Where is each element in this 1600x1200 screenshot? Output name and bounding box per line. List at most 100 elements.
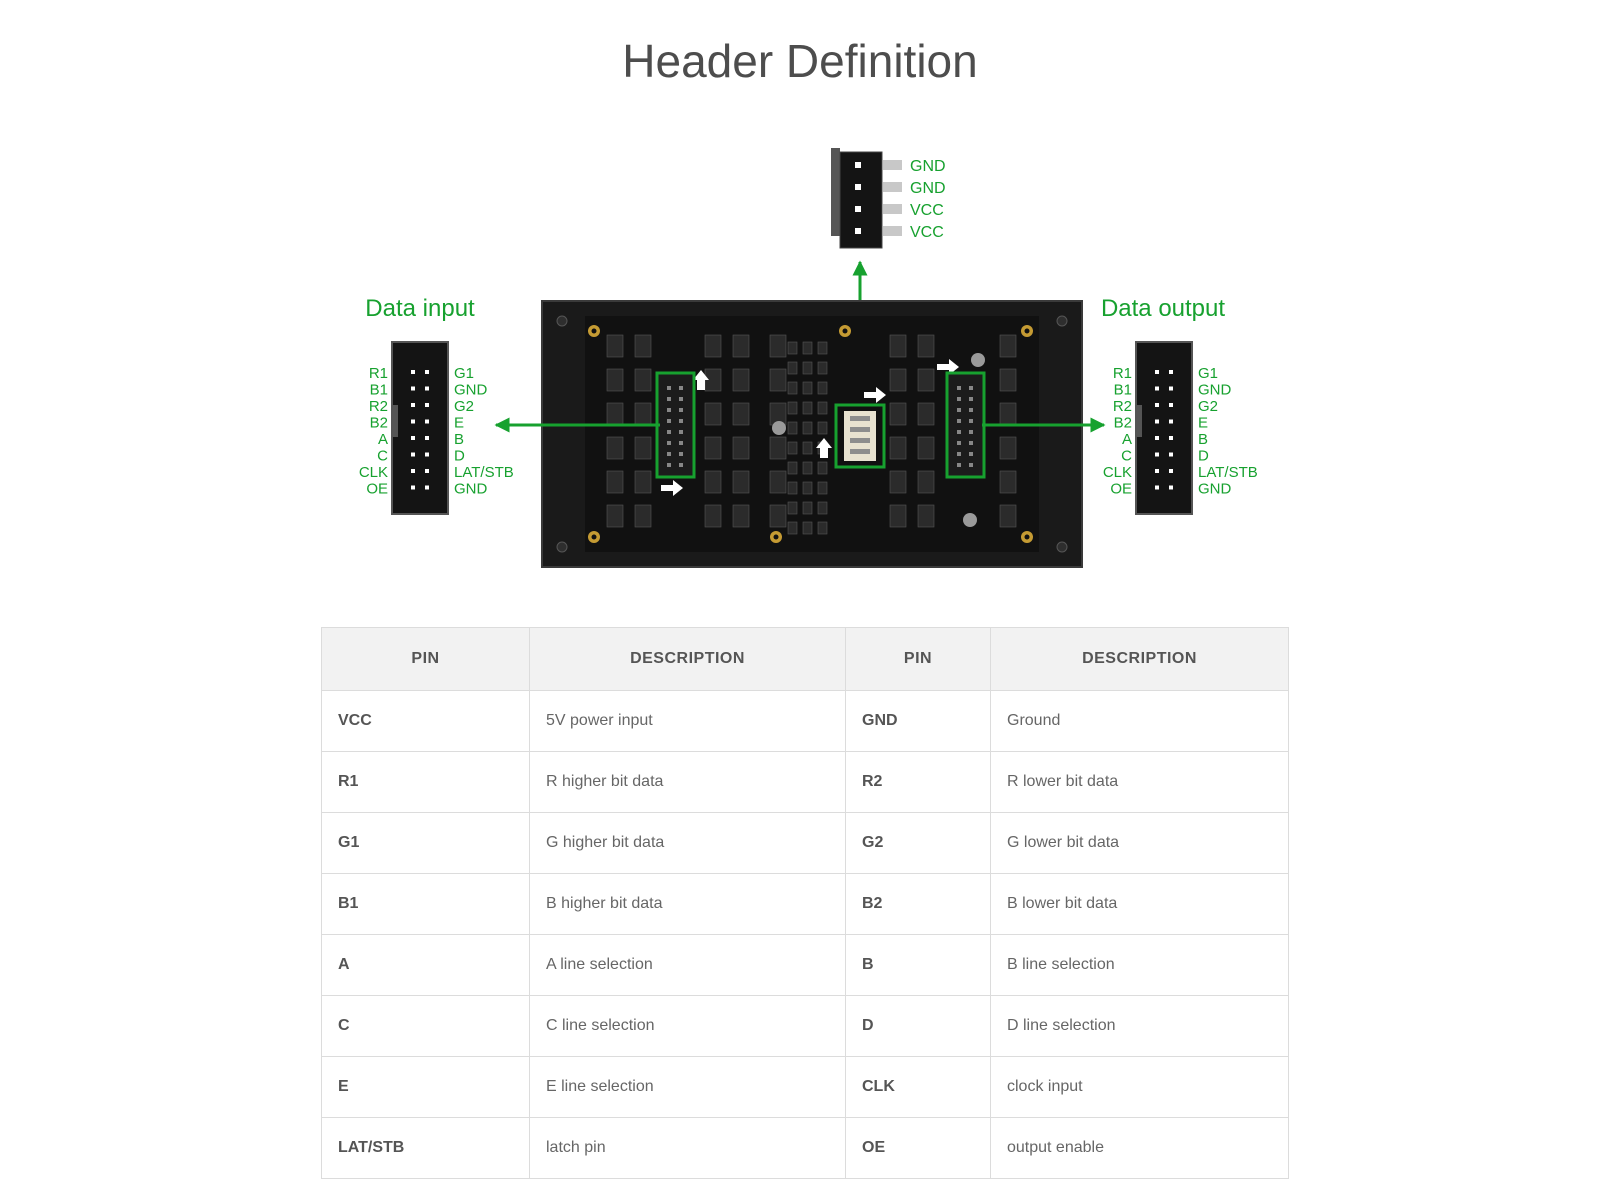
description-cell: C line selection [529,995,846,1057]
ic-chip [606,470,624,494]
pin-dot [855,184,861,190]
pin-label-left: R2 [369,398,388,415]
screw-center [842,328,848,334]
pin-label-right: GND [454,382,488,399]
ic-chip [787,381,798,395]
pcb-arrow-right-icon [864,387,886,403]
pin-dot [1155,469,1159,473]
pcb-arrow-right-icon [661,480,683,496]
ic-chip [917,436,935,460]
pin-cell: B [845,934,991,996]
ic-chip [802,521,813,535]
connector-pin [969,397,973,401]
power-header-shroud [831,148,840,236]
connector-pin [667,430,671,434]
table-row: E E line selection CLK clock input [321,1056,1289,1118]
pin-dot [1155,370,1159,374]
screw-center [591,534,597,540]
ic-chip [769,368,787,392]
capacitor [772,421,786,435]
ic-chip [787,501,798,515]
power-pin-label: VCC [910,202,944,219]
screw-center [1024,328,1030,334]
connector-pin [969,441,973,445]
connector-pin [679,463,683,467]
pin-dot [1169,485,1173,490]
pin-dot [1169,436,1173,440]
ic-chip [817,421,828,435]
ic-chip [817,401,828,415]
connector-pin [679,408,683,412]
table-header-pin: PIN [845,627,991,691]
description-cell: E line selection [529,1056,846,1118]
ic-chip [817,501,828,515]
data-input-heading: Data input [365,295,475,322]
description-cell: latch pin [529,1117,846,1179]
pin-dot [411,436,415,440]
pin-cell: CLK [845,1056,991,1118]
ic-chip [802,401,813,415]
connector-pin [667,386,671,390]
ic-chip [802,421,813,435]
power-pin-label: VCC [910,224,944,241]
output-connector-highlight [945,371,986,479]
ic-chip [704,334,722,358]
pin-dot [425,370,429,374]
pin-label-right: G1 [1198,365,1218,382]
ic-chip [802,481,813,495]
ic-chip [802,441,813,455]
pin-cell: G1 [321,812,530,874]
pin-dot [425,419,429,424]
ic-chip [817,481,828,495]
data-output-key-notch [1136,405,1142,437]
pin-label-left: C [377,448,388,465]
data-input-key-notch [392,405,398,437]
ic-chip [704,504,722,528]
ic-chip [787,521,798,535]
pin-label-left: B1 [370,382,388,399]
ic-chip [704,402,722,426]
connector-pin [957,397,961,401]
ic-chip [606,436,624,460]
pin-label-right: E [1198,415,1208,432]
pin-cell: E [321,1056,530,1118]
connector-pin [679,452,683,456]
ic-chip [817,341,828,355]
data-output-header-body [1135,341,1193,515]
pin-label-left: A [1122,431,1132,448]
table-row: B1 B higher bit data B2 B lower bit data [321,873,1289,935]
input-connector-highlight [655,371,696,479]
pin-dot [1169,403,1173,407]
table-row: VCC 5V power input GND Ground [321,690,1289,752]
screw-center [591,328,597,334]
pin-label-right: E [454,415,464,432]
pin-dot [855,206,861,212]
pin-label-right: D [1198,448,1209,465]
pin-label-left: C [1121,448,1132,465]
table-row: A A line selection B B line selection [321,934,1289,996]
ic-chip [787,341,798,355]
ic-chip [606,368,624,392]
ic-chip [999,504,1017,528]
ic-chip [999,368,1017,392]
description-cell: D line selection [990,995,1289,1057]
pin-dot [411,452,415,457]
ic-chip [787,481,798,495]
ic-chip [817,361,828,375]
pin-cell: VCC [321,690,530,752]
plug-pin [850,427,870,432]
pin-dot [425,485,429,490]
pin-dot [411,370,415,374]
pin-lead [883,226,902,236]
pin-label-left: R1 [1113,365,1132,382]
table-row: G1 G higher bit data G2 G lower bit data [321,812,1289,874]
ic-chip [704,436,722,460]
pin-dot [1169,386,1173,391]
pin-cell: OE [845,1117,991,1179]
input-connector-pins [667,386,683,467]
pin-dot [1169,370,1173,374]
